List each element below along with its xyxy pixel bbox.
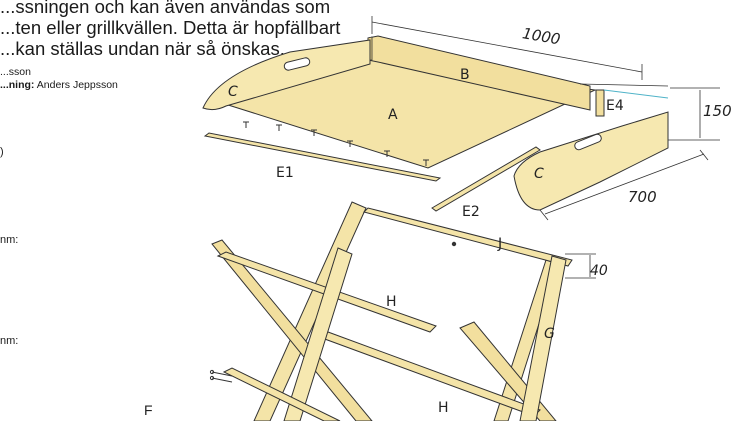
side-mm-2: nm: bbox=[0, 335, 19, 347]
bar-lower-left bbox=[222, 367, 341, 421]
strip-E2 bbox=[431, 146, 541, 212]
dowel-pins bbox=[209, 369, 233, 383]
bolt-J bbox=[451, 241, 457, 247]
block-E4 bbox=[595, 89, 605, 117]
dim-leg-height: 40 bbox=[590, 263, 608, 279]
dim-width: 700 bbox=[628, 188, 657, 206]
label-H-lower: H bbox=[438, 400, 449, 416]
label-E2: E2 bbox=[462, 204, 480, 220]
label-C-left: C bbox=[228, 84, 238, 100]
intro-line-3: ...kan ställas undan när så önskas. bbox=[0, 38, 285, 59]
dim-height: 150 bbox=[703, 102, 732, 120]
credits-line-1: ...sson bbox=[0, 66, 31, 78]
crossbar-J bbox=[363, 207, 573, 267]
label-E1: E1 bbox=[276, 165, 294, 181]
credits: ...sson ...ning: Anders Jeppsson bbox=[0, 66, 118, 91]
side-mm-1: nm: bbox=[0, 234, 19, 246]
dimension-lines bbox=[371, 16, 720, 279]
label-B: B bbox=[460, 67, 470, 83]
leg-front-left bbox=[283, 247, 353, 421]
label-J: J bbox=[497, 236, 502, 252]
screw-markers bbox=[243, 121, 429, 166]
credits-line-2: ...ning: Anders Jeppsson bbox=[0, 79, 118, 92]
credits-label: ...ning: bbox=[0, 78, 35, 91]
intro-line-2: ...ten eller grillkvällen. Detta är hopf… bbox=[0, 17, 341, 38]
label-A: A bbox=[388, 107, 398, 123]
intro-text: ...ssningen och kan även användas som ..… bbox=[0, 0, 360, 59]
credits-name: Anders Jeppsson bbox=[34, 78, 118, 91]
handle-hole-right bbox=[574, 133, 602, 151]
handle-hole-left bbox=[283, 57, 311, 71]
label-C-right: C bbox=[534, 166, 544, 182]
dim-length: 1000 bbox=[521, 24, 562, 48]
label-H-upper: H bbox=[386, 294, 397, 310]
tray-end-C-right bbox=[513, 111, 669, 211]
label-E4: E4 bbox=[606, 98, 624, 114]
tray-end-C-left bbox=[202, 39, 371, 111]
accent-line bbox=[603, 89, 669, 99]
leg-front-right bbox=[519, 255, 567, 421]
strip-E1 bbox=[203, 132, 442, 182]
label-F: F bbox=[144, 402, 153, 418]
label-G: G bbox=[544, 326, 555, 342]
side-paren: ) bbox=[0, 146, 4, 158]
intro-line-1: ...ssningen och kan även användas som bbox=[0, 0, 331, 17]
